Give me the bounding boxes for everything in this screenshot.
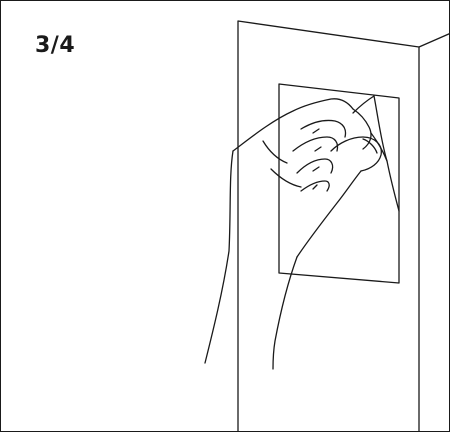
peeling-sticker-corner	[353, 96, 399, 211]
label-recess	[279, 84, 399, 283]
device-front-face	[238, 21, 419, 431]
hand-outline	[205, 99, 381, 369]
device-side-edge	[238, 21, 450, 47]
